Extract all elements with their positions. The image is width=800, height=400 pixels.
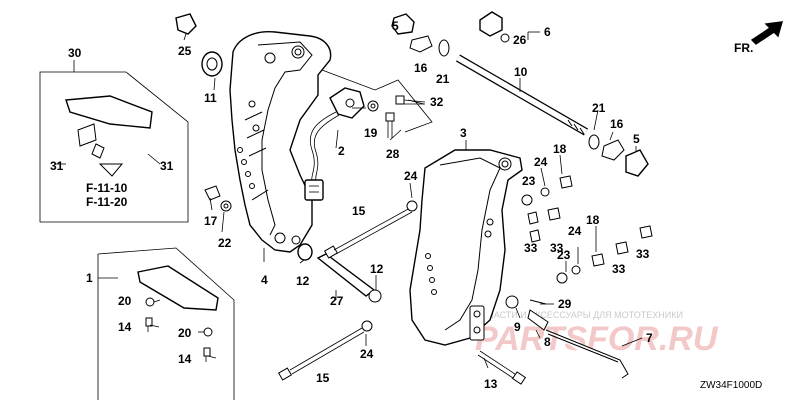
direction-arrow: FR. <box>734 21 783 55</box>
callout-23a: 23 <box>522 174 536 188</box>
callout-26: 26 <box>513 33 527 47</box>
inset-30 <box>39 71 189 223</box>
callout-33a: 33 <box>550 241 564 255</box>
callout-31a: 31 <box>50 159 64 173</box>
callout-16b: 16 <box>610 117 624 131</box>
callout-15a: 15 <box>352 204 366 218</box>
trim-sensor <box>304 87 365 201</box>
callout-24a: 24 <box>404 169 418 183</box>
callout-12b: 12 <box>296 274 310 288</box>
callout-15b: 15 <box>316 371 330 385</box>
frame-code: ZW34F1000D <box>700 380 762 391</box>
callout-6: 6 <box>544 25 551 39</box>
callout-33c: 33 <box>612 262 626 276</box>
callout-2: 2 <box>338 144 345 158</box>
callout-18a: 18 <box>553 142 567 156</box>
callout-1: 1 <box>86 271 93 285</box>
tilt-shaft <box>455 54 589 136</box>
callout-17: 17 <box>204 214 218 228</box>
long-bolts <box>277 200 629 385</box>
callout-24c: 24 <box>568 224 582 238</box>
callout-20a: 20 <box>118 294 132 308</box>
callout-5a: 5 <box>392 19 399 33</box>
callout-leaders <box>73 31 643 369</box>
callout-30: 30 <box>68 46 82 60</box>
callout-14b: 14 <box>178 352 192 366</box>
callout-33b: 33 <box>524 241 538 255</box>
callout-27: 27 <box>330 294 344 308</box>
callout-19: 19 <box>364 126 378 140</box>
callout-16a: 16 <box>414 61 428 75</box>
callout-25: 25 <box>178 44 192 58</box>
callout-18b: 18 <box>586 213 600 227</box>
callout-8: 8 <box>544 335 551 349</box>
callout-33d: 33 <box>636 247 650 261</box>
callout-22: 22 <box>218 236 232 250</box>
callout-12a: 12 <box>370 262 384 276</box>
swivel-case-right <box>409 149 523 346</box>
callout-4: 4 <box>261 273 268 287</box>
callout-7: 7 <box>646 331 653 345</box>
shaft-end-hardware <box>391 11 649 177</box>
watermark-text: ЗАПЧАСТИ И АКСЕССУАРЫ ДЛЯ МОТОТЕХНИКИ <box>470 310 683 320</box>
callout-24d: 24 <box>360 347 374 361</box>
mount-bracket-left <box>229 31 332 253</box>
ref-f-11-20: F-11-20 <box>86 195 128 209</box>
callout-11: 11 <box>204 91 217 105</box>
callout-32: 32 <box>430 95 444 109</box>
callout-23b: 23 <box>557 248 571 262</box>
pin-clip-hardware <box>505 295 549 331</box>
small-hardware-left <box>175 13 382 303</box>
callout-3: 3 <box>460 126 467 140</box>
callout-5b: 5 <box>633 132 640 146</box>
callout-21b: 21 <box>592 101 606 115</box>
callout-13: 13 <box>484 377 498 391</box>
right-nuts-washers <box>521 175 653 284</box>
callout-29: 29 <box>558 297 572 311</box>
callout-14a: 14 <box>118 320 132 334</box>
bolt-group-upper <box>367 95 426 138</box>
callout-labels: 30 31 31 F-11-10 F-11-20 25 11 17 22 4 2… <box>50 19 653 391</box>
callout-9: 9 <box>514 320 521 334</box>
callout-24b: 24 <box>534 155 548 169</box>
callout-20b: 20 <box>178 326 192 340</box>
callout-21a: 21 <box>436 72 450 86</box>
callout-28: 28 <box>386 147 400 161</box>
direction-label: FR. <box>734 41 753 55</box>
callout-31b: 31 <box>160 159 174 173</box>
ref-f-11-10: F-11-10 <box>86 181 128 195</box>
callout-10: 10 <box>514 65 528 79</box>
